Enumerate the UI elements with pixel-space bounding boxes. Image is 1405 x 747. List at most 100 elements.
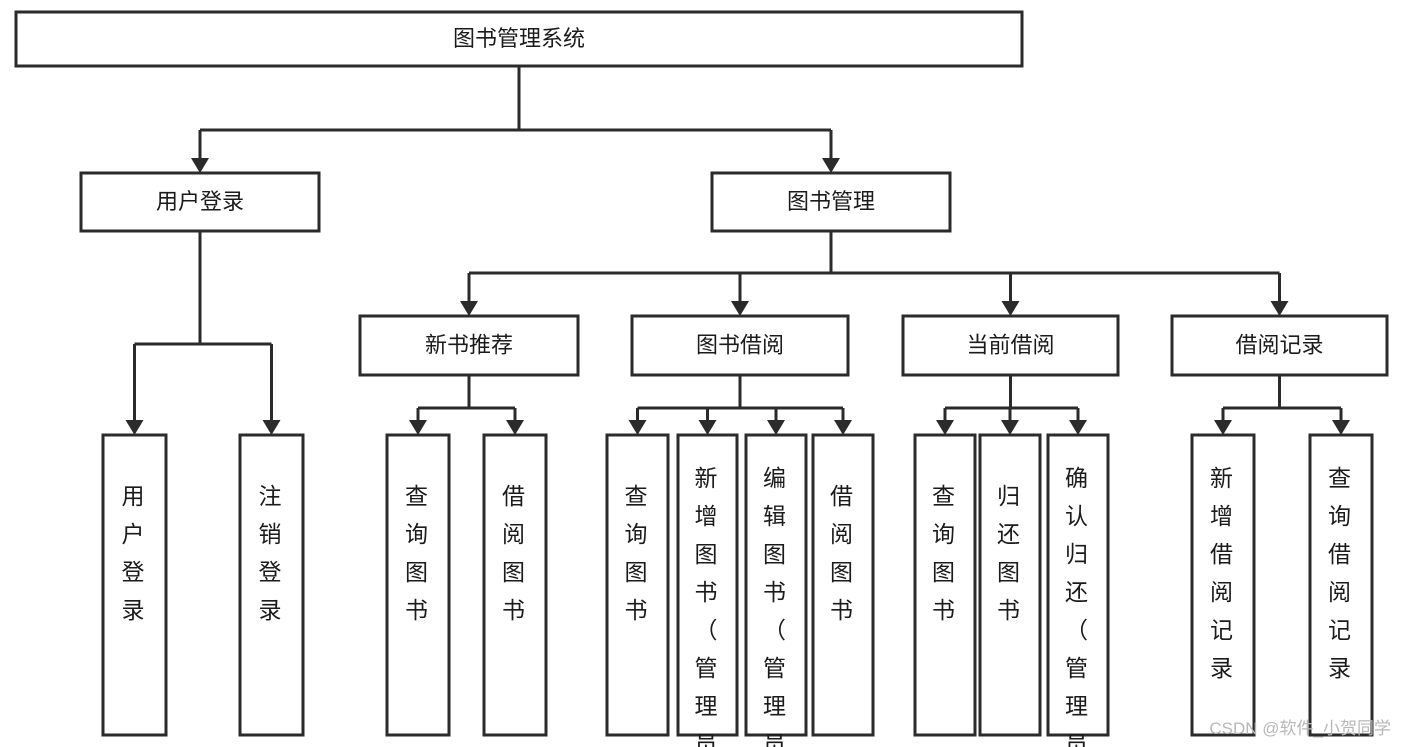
leaf-node[interactable]: 确认归还（管理员）: [1046, 433, 1110, 747]
leaf-node[interactable]: 归还图书: [978, 433, 1042, 737]
leaf-label: 新增图书（管理员）: [695, 465, 721, 747]
leaf-label-char: 询: [932, 521, 958, 547]
leaf-label-char: 书: [502, 597, 528, 623]
leaf-node[interactable]: 注销登录: [238, 433, 305, 737]
level2-node[interactable]: 图书管理: [710, 171, 952, 233]
level3-box[interactable]: [901, 314, 1120, 377]
arrowhead-icon: [262, 420, 281, 435]
leaf-box[interactable]: [1046, 433, 1110, 737]
level3-box[interactable]: [358, 314, 580, 377]
arrowhead-icon: [460, 301, 478, 316]
leaf-label-char: 图: [695, 541, 721, 567]
leaf-box[interactable]: [605, 433, 670, 737]
leaf-label: 用户登录: [122, 483, 148, 623]
leaf-node[interactable]: 新增图书（管理员）: [676, 433, 739, 747]
level2-box[interactable]: [79, 171, 321, 233]
arrowhead-icon: [1332, 420, 1350, 435]
arrowhead-icon: [822, 158, 840, 173]
level3-label: 新书推荐: [425, 332, 513, 357]
leaf-label-char: 员: [1065, 731, 1091, 747]
leaf-label-char: 管: [763, 655, 789, 681]
leaf-label-char: 确: [1065, 465, 1091, 491]
leaf-label: 查询图书: [405, 483, 431, 623]
level3-label: 当前借阅: [966, 332, 1054, 357]
arrowhead-icon: [191, 158, 209, 173]
leaf-label: 确认归还（管理员）: [1065, 465, 1091, 747]
root-label: 图书管理系统: [453, 26, 585, 51]
arrowhead-icon: [1001, 301, 1020, 316]
leaf-box[interactable]: [744, 433, 808, 737]
leaf-label-char: 查: [405, 483, 431, 509]
leaf-label-char: 管: [695, 655, 721, 681]
leaf-label-char: 录: [259, 597, 285, 623]
leaf-label-char: 图: [830, 559, 856, 585]
arrowhead-icon: [1069, 420, 1087, 435]
leaf-node[interactable]: 查询借阅记录: [1308, 433, 1374, 737]
level3-node[interactable]: 借阅记录: [1170, 314, 1389, 377]
leaf-label-char: 图: [405, 559, 431, 585]
arrowhead-icon: [936, 420, 954, 435]
leaf-label-char: 还: [997, 521, 1023, 547]
leaf-label-char: 书: [997, 597, 1023, 623]
arrowhead-icon: [1001, 420, 1019, 435]
leaf-label-char: 阅: [502, 521, 528, 547]
root-node[interactable]: 图书管理系统: [14, 10, 1024, 68]
leaf-label-char: 借: [1328, 541, 1354, 567]
leaf-box[interactable]: [811, 433, 875, 737]
leaf-node[interactable]: 借阅图书: [811, 433, 875, 737]
leaf-box[interactable]: [482, 433, 548, 737]
level3-box[interactable]: [630, 314, 850, 377]
leaf-label-char: 阅: [1328, 579, 1354, 605]
leaf-box[interactable]: [238, 433, 305, 737]
leaf-box[interactable]: [1190, 433, 1256, 737]
leaf-label-char: 销: [259, 521, 285, 547]
leaf-node[interactable]: 借阅图书: [482, 433, 548, 737]
level3-node[interactable]: 新书推荐: [358, 314, 580, 377]
leaf-label-char: 记: [1328, 617, 1354, 643]
leaf-node[interactable]: 查询图书: [605, 433, 670, 737]
leaf-label-char: （: [1065, 617, 1091, 643]
arrowhead-icon: [1270, 301, 1289, 316]
level3-node[interactable]: 当前借阅: [901, 314, 1120, 377]
level2-box[interactable]: [710, 171, 952, 233]
leaf-label-char: 登: [122, 559, 148, 585]
level3-node[interactable]: 图书借阅: [630, 314, 850, 377]
level3-label: 借阅记录: [1235, 332, 1323, 357]
arrowhead-icon: [834, 420, 852, 435]
arrowhead-icon: [731, 301, 749, 316]
leaf-node[interactable]: 新增借阅记录: [1190, 433, 1256, 737]
leaf-label-char: 录: [122, 597, 148, 623]
leaf-node[interactable]: 查询图书: [385, 433, 451, 737]
level2-label: 用户登录: [156, 189, 244, 214]
leaf-box[interactable]: [978, 433, 1042, 737]
level3-box[interactable]: [1170, 314, 1389, 377]
leaf-label-char: 书: [830, 597, 856, 623]
leaf-label-char: 书: [625, 597, 651, 623]
leaf-label-char: 注: [259, 483, 285, 509]
leaf-box[interactable]: [676, 433, 739, 737]
level2-node[interactable]: 用户登录: [79, 171, 321, 233]
leaf-node[interactable]: 用户登录: [101, 433, 168, 737]
leaf-label-char: 增: [1210, 503, 1236, 529]
leaf-label-char: 管: [1065, 655, 1091, 681]
level2-label: 图书管理: [787, 189, 875, 214]
leaf-label-char: 图: [763, 541, 789, 567]
arrowhead-icon: [1214, 420, 1232, 435]
leaf-box[interactable]: [101, 433, 168, 737]
leaf-label-char: 借: [830, 483, 856, 509]
root-box[interactable]: [14, 10, 1024, 68]
leaf-label: 归还图书: [997, 483, 1023, 623]
leaf-label-char: 增: [695, 503, 721, 529]
leaf-box[interactable]: [913, 433, 977, 737]
leaf-label-char: 查: [932, 483, 958, 509]
leaf-label: 注销登录: [259, 483, 285, 623]
leaf-label-char: 询: [405, 521, 431, 547]
leaf-box[interactable]: [385, 433, 451, 737]
leaf-label-char: 查: [625, 483, 651, 509]
leaf-node[interactable]: 编辑图书（管理员）: [744, 433, 808, 747]
leaf-node[interactable]: 查询图书: [913, 433, 977, 737]
leaf-label-char: 图: [502, 559, 528, 585]
leaf-label: 编辑图书（管理员）: [763, 465, 789, 747]
leaf-label-char: 记: [1210, 617, 1236, 643]
leaf-box[interactable]: [1308, 433, 1374, 737]
